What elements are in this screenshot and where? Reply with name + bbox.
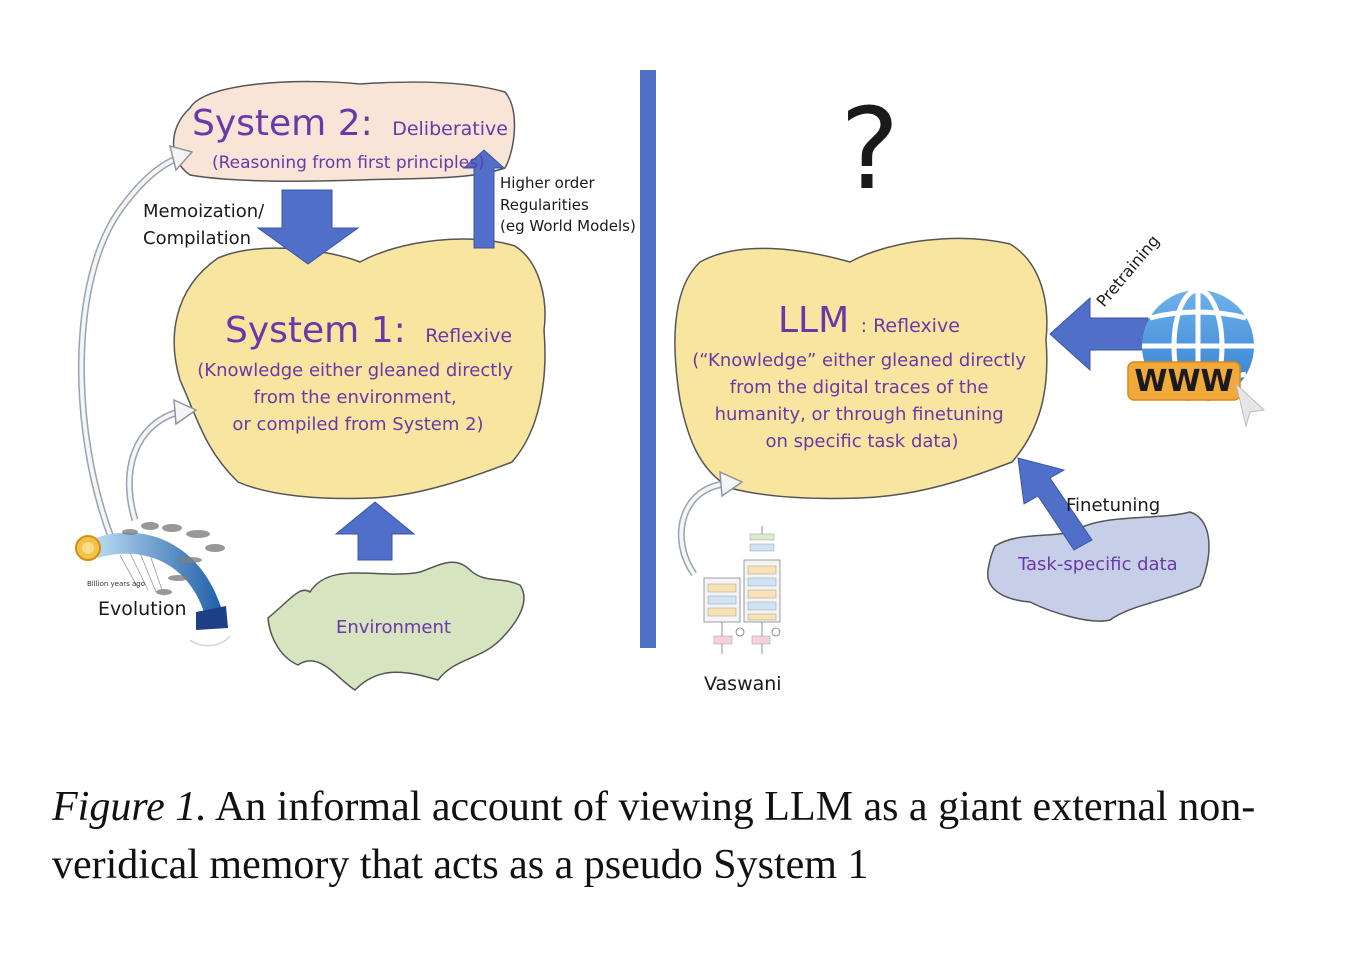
llm-desc-line-3: humanity, or through finetuning (715, 404, 1004, 425)
llm-desc-line-4: on specific task data) (765, 431, 958, 452)
system2-title-main: System 2: (192, 103, 373, 144)
www-badge (1127, 361, 1241, 401)
system1-title: System 1: Reflexive (225, 310, 512, 351)
system1-title-sub: Reflexive (425, 325, 512, 347)
panel-divider (640, 70, 656, 648)
arrowhead-llm (719, 470, 744, 498)
environment-label: Environment (336, 617, 451, 638)
llm-desc-line-2: from the digital traces of the (730, 377, 989, 398)
llm-title-main: LLM (778, 300, 849, 341)
system1-title-main: System 1: (225, 310, 406, 351)
system2-description: (Reasoning from first principles) (212, 153, 485, 173)
memoization-arrow (256, 189, 360, 265)
vaswani-label: Vaswani (704, 673, 782, 695)
higher-order-line-3: (eg World Models) (500, 217, 636, 235)
figure-label: Figure 1. (52, 784, 207, 830)
system1-desc-line-1: (Knowledge either gleaned directly (197, 360, 513, 381)
task-data-label: Task-specific data (1017, 554, 1178, 575)
arrowhead-system1 (173, 398, 198, 426)
memoization-label: Memoization/ Compilation (143, 201, 270, 249)
figure-caption: Figure 1. An informal account of viewing… (52, 778, 1312, 894)
finetuning-arrow (1017, 457, 1093, 551)
environment-arrow (334, 501, 416, 561)
evolution-label: Evolution (98, 598, 187, 620)
system2-cloud (172, 80, 516, 182)
pretraining-label: Pretraining (1093, 231, 1164, 310)
environment-blob (267, 561, 525, 691)
memoization-line-1: Memoization/ (143, 201, 265, 222)
higher-order-line-2: Regularities (500, 196, 589, 214)
llm-blob (674, 237, 1048, 500)
memoization-line-2: Compilation (143, 228, 251, 249)
pretraining-arrow (1049, 296, 1149, 372)
evolution-timeline-graphic (75, 522, 231, 647)
billion-years-label: Billion years ago (87, 580, 145, 588)
arrowhead-system2 (168, 144, 194, 172)
llm-title-sub: : Reflexive (861, 315, 960, 337)
llm-description: (“Knowledge” either gleaned directly fro… (692, 350, 1032, 452)
llm-title: LLM : Reflexive (778, 300, 960, 341)
finetuning-label: Finetuning (1066, 495, 1160, 516)
www-label: WWW (1134, 364, 1233, 399)
higher-order-label: Higher order Regularities (eg World Mode… (500, 174, 636, 235)
evolution-to-system1-arrow (125, 408, 180, 522)
higher-order-arrow (462, 149, 506, 249)
question-mark: ? (840, 85, 899, 215)
system1-desc-line-2: from the environment, (254, 387, 457, 408)
caption-text: An informal account of viewing LLM as a … (52, 784, 1256, 888)
transformer-diagram-thumbnail (703, 526, 781, 654)
system1-description: (Knowledge either gleaned directly from … (197, 360, 518, 435)
system1-desc-line-3: or compiled from System 2) (232, 414, 483, 435)
task-data-blob (987, 511, 1210, 622)
system2-title-sub: Deliberative (392, 118, 508, 140)
system2-title: System 2: Deliberative (192, 103, 508, 144)
cursor-icon (1235, 382, 1266, 428)
higher-order-line-1: Higher order (500, 174, 595, 192)
llm-desc-line-1: (“Knowledge” either gleaned directly (692, 350, 1026, 371)
